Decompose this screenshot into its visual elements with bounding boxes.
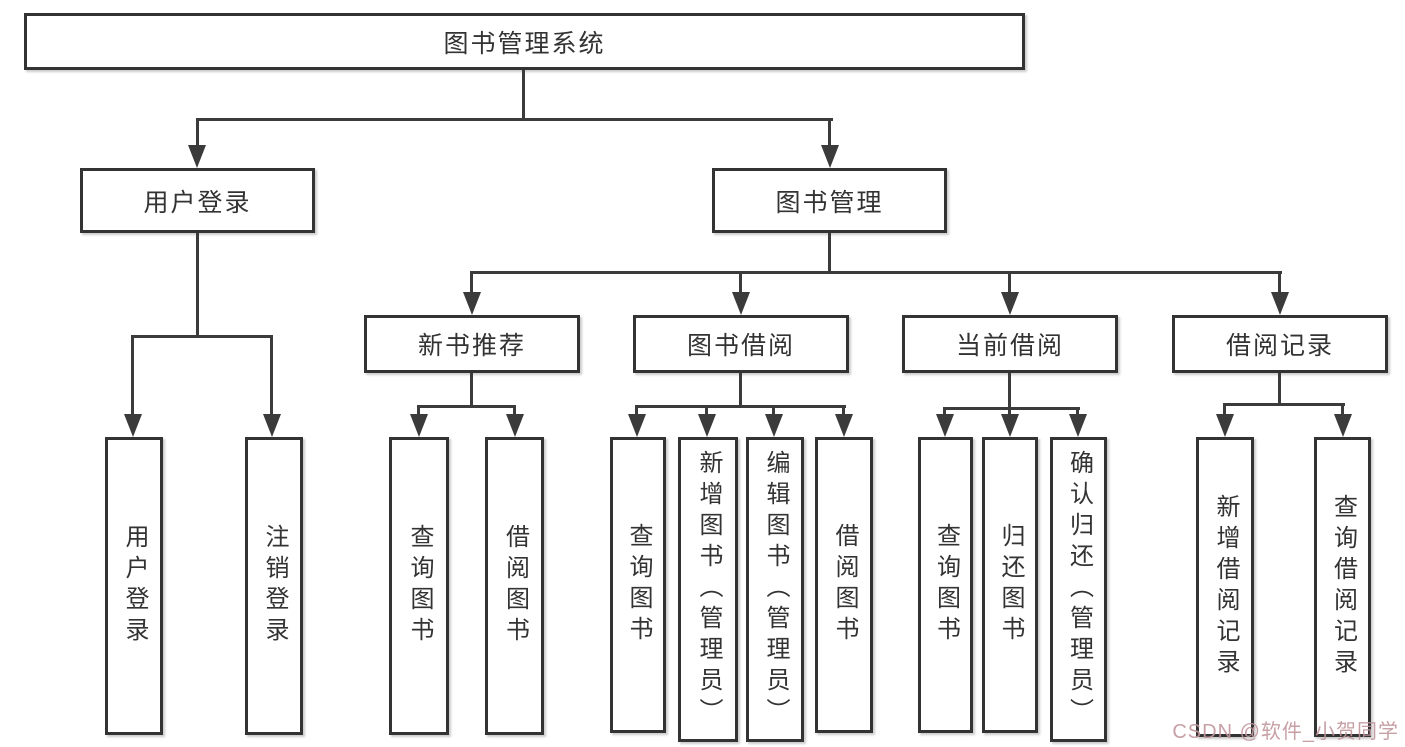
- connector-to-bb-edit: [772, 405, 775, 417]
- arrow-down-icon: [463, 292, 481, 315]
- connector-user-login-drop: [196, 233, 199, 337]
- connector-borrow-record-drop: [1278, 373, 1281, 405]
- connector-to-leaf-user-login: [131, 335, 134, 417]
- node-book-borrow: 图书借阅: [633, 315, 849, 373]
- node-user-login: 用户登录: [80, 168, 315, 233]
- connector-to-rec-query: [417, 405, 420, 417]
- arrow-down-icon: [506, 414, 524, 437]
- leaf-bb-add-book: 新增图书（管理员）: [678, 437, 738, 742]
- arrow-down-icon: [698, 414, 716, 437]
- connector-to-book-mgmt: [828, 118, 831, 148]
- connector-current-borrow-bar: [944, 407, 1080, 410]
- leaf-br-add-record: 新增借阅记录: [1196, 437, 1254, 737]
- arrow-down-icon: [765, 414, 783, 437]
- connector-borrow-record-bar: [1224, 403, 1345, 406]
- connector-to-br-query: [1341, 403, 1344, 417]
- connector-book-borrow-bar: [636, 405, 846, 408]
- connector-level1-bar: [196, 118, 833, 121]
- connector-level2-bar: [471, 271, 1282, 274]
- node-book-mgmt: 图书管理: [712, 168, 947, 233]
- leaf-rec-borrow-book: 借阅图书: [485, 437, 544, 735]
- connector-book-borrow-drop: [739, 373, 742, 407]
- connector-to-borrow-record: [1278, 271, 1281, 295]
- connector-new-book-rec-drop: [470, 373, 473, 407]
- connector-to-cb-return: [1008, 407, 1011, 417]
- node-root: 图书管理系统: [24, 13, 1025, 70]
- arrow-down-icon: [188, 145, 206, 168]
- arrow-down-icon: [1001, 414, 1019, 437]
- arrow-down-icon: [124, 414, 142, 437]
- connector-book-mgmt-drop: [828, 233, 831, 273]
- node-current-borrow: 当前借阅: [902, 315, 1118, 373]
- arrow-down-icon: [1216, 414, 1234, 437]
- arrow-down-icon: [263, 414, 281, 437]
- arrow-down-icon: [1069, 414, 1087, 437]
- arrow-down-icon: [821, 145, 839, 168]
- arrow-down-icon: [410, 414, 428, 437]
- connector-to-bb-add: [705, 405, 708, 417]
- connector-current-borrow-drop: [1008, 373, 1011, 409]
- connector-to-cb-confirm: [1076, 407, 1079, 417]
- leaf-rec-query-book: 查询图书: [389, 437, 449, 735]
- connector-to-br-add: [1223, 403, 1226, 417]
- leaf-user-login: 用户登录: [105, 437, 163, 735]
- arrow-down-icon: [936, 414, 954, 437]
- node-borrow-record: 借阅记录: [1172, 315, 1388, 373]
- connector-to-rec-borrow: [513, 405, 516, 417]
- leaf-cb-query-book: 查询图书: [918, 437, 973, 733]
- connector-new-book-rec-bar: [418, 405, 516, 408]
- leaf-bb-borrow-book: 借阅图书: [815, 437, 873, 733]
- connector-to-leaf-logout: [270, 335, 273, 417]
- connector-to-bb-borrow: [842, 405, 845, 417]
- leaf-br-query-record: 查询借阅记录: [1314, 437, 1371, 737]
- connector-to-bb-query: [635, 405, 638, 417]
- leaf-cb-confirm-return: 确认归还（管理员）: [1050, 437, 1107, 742]
- connector-to-user-login: [196, 118, 199, 148]
- arrow-down-icon: [732, 292, 750, 315]
- leaf-logout: 注销登录: [245, 437, 303, 735]
- leaf-bb-query-book: 查询图书: [610, 437, 666, 733]
- node-new-book-rec: 新书推荐: [364, 315, 580, 373]
- connector-to-cb-query: [943, 407, 946, 417]
- csdn-watermark: CSDN @软件_小贺同学: [1172, 721, 1399, 743]
- leaf-bb-edit-book: 编辑图书（管理员）: [746, 437, 804, 742]
- arrow-down-icon: [1001, 292, 1019, 315]
- leaf-cb-return-book: 归还图书: [982, 437, 1038, 733]
- arrow-down-icon: [628, 414, 646, 437]
- arrow-down-icon: [1271, 292, 1289, 315]
- connector-to-new-book-rec: [470, 271, 473, 295]
- connector-root-drop: [522, 70, 525, 118]
- arrow-down-icon: [1334, 414, 1352, 437]
- connector-user-login-bar: [131, 335, 273, 338]
- connector-to-current-borrow: [1008, 271, 1011, 295]
- connector-to-book-borrow: [739, 271, 742, 295]
- arrow-down-icon: [835, 414, 853, 437]
